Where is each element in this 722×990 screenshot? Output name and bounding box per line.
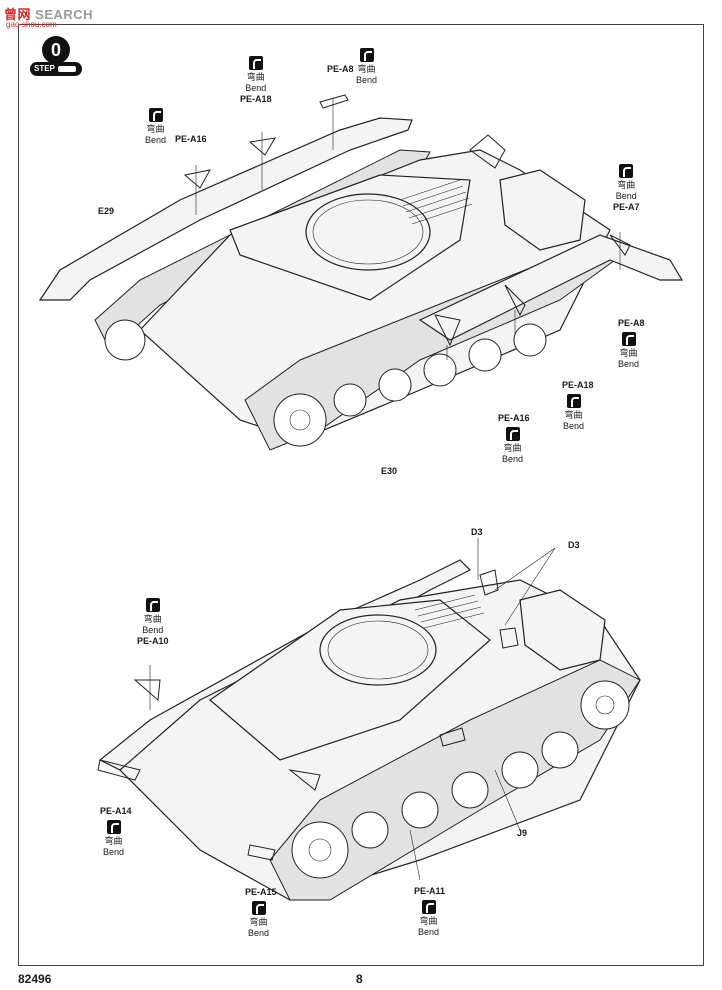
step-label: STEP: [30, 62, 82, 76]
tank-icon: [58, 66, 76, 72]
bend-callout-pe-a8-top: 弯曲 Bend: [356, 48, 377, 86]
callout-en: Bend: [145, 135, 167, 145]
part-label-e30: E30: [381, 466, 398, 476]
part-label-d3-right: D3: [568, 540, 580, 550]
bend-icon: [505, 427, 520, 441]
callout-en: Bend: [418, 927, 440, 937]
callout-part: PE-A7: [613, 202, 640, 212]
callout-cn: 弯曲: [564, 410, 583, 420]
callout-cn: 弯曲: [246, 72, 265, 82]
part-label-pe-a15: PE-A15: [245, 887, 277, 897]
watermark-logo: 曾网 SEARCH: [4, 4, 93, 23]
callout-cn: 弯曲: [146, 124, 165, 134]
callout-cn: 弯曲: [143, 614, 162, 624]
bend-callout-pe-a14: 弯曲 Bend: [103, 820, 124, 858]
bend-icon: [251, 901, 266, 915]
part-label-pe-a11: PE-A11: [414, 886, 446, 896]
callout-cn: 弯曲: [619, 348, 638, 358]
bend-icon: [359, 48, 374, 62]
step-number: 0: [42, 36, 70, 64]
page-number: 8: [356, 972, 363, 986]
part-label-pe-a8-right: PE-A8: [618, 318, 645, 328]
part-label-j9: J9: [517, 828, 528, 838]
bend-icon: [148, 108, 163, 122]
callout-en: Bend: [618, 359, 640, 369]
bend-icon: [106, 820, 121, 834]
bend-icon: [619, 164, 634, 178]
callout-cn: 弯曲: [503, 443, 522, 453]
bend-icon: [248, 56, 263, 70]
bend-icon: [566, 394, 581, 408]
watermark-url: gao-shou.com: [6, 20, 57, 29]
bottom-tank-drawing: [97, 538, 641, 901]
part-label-pe-a16-bottom: PE-A16: [498, 413, 530, 423]
callout-en: Bend: [103, 847, 125, 857]
top-tank-drawing: [38, 94, 684, 451]
kit-number: 82496: [18, 972, 52, 986]
bend-callout-pe-a11: 弯曲 Bend: [418, 900, 439, 938]
watermark-en: SEARCH: [35, 7, 94, 22]
bend-callout-pe-a16-top: 弯曲 Bend: [145, 108, 166, 146]
page-frame: [18, 24, 704, 966]
bend-callout-pe-a15: 弯曲 Bend: [248, 901, 269, 939]
callout-en: Bend: [502, 454, 524, 464]
callout-cn: 弯曲: [104, 836, 123, 846]
bend-icon: [421, 900, 436, 914]
watermark-cn: 曾: [4, 7, 18, 22]
callout-en: Bend: [245, 83, 267, 93]
callout-en: Bend: [248, 928, 270, 938]
bend-callout-pe-a7: 弯曲 Bend PE-A7: [613, 164, 640, 213]
bend-icon: [145, 598, 160, 612]
part-label-pe-a8-top: PE-A8: [327, 64, 354, 74]
callout-en: Bend: [356, 75, 378, 85]
part-label-pe-a14: PE-A14: [100, 806, 132, 816]
part-label-d3-left: D3: [471, 527, 483, 537]
callout-en: Bend: [563, 421, 585, 431]
callout-en: Bend: [142, 625, 164, 635]
bend-callout-pe-a10: 弯曲 Bend PE-A10: [137, 598, 169, 647]
callout-cn: 弯曲: [419, 916, 438, 926]
step-badge: 0 STEP: [30, 36, 82, 78]
part-label-e29: E29: [98, 206, 115, 216]
callout-en: Bend: [615, 191, 637, 201]
part-label-pe-a16: PE-A16: [175, 134, 207, 144]
bend-callout-pe-a16-bottom: 弯曲 Bend: [502, 427, 523, 465]
bend-callout-pe-a18-top: 弯曲 Bend PE-A18: [240, 56, 272, 105]
callout-part: PE-A18: [240, 94, 272, 104]
watermark-cn2: 网: [17, 7, 32, 22]
callout-cn: 弯曲: [357, 64, 376, 74]
callout-cn: 弯曲: [249, 917, 268, 927]
callout-cn: 弯曲: [617, 180, 636, 190]
bend-icon: [621, 332, 636, 346]
bend-callout-pe-a18-bottom: 弯曲 Bend: [563, 394, 584, 432]
part-label-pe-a18-bottom: PE-A18: [562, 380, 594, 390]
callout-part: PE-A10: [137, 636, 169, 646]
bend-callout-pe-a8-right: 弯曲 Bend: [618, 332, 639, 370]
